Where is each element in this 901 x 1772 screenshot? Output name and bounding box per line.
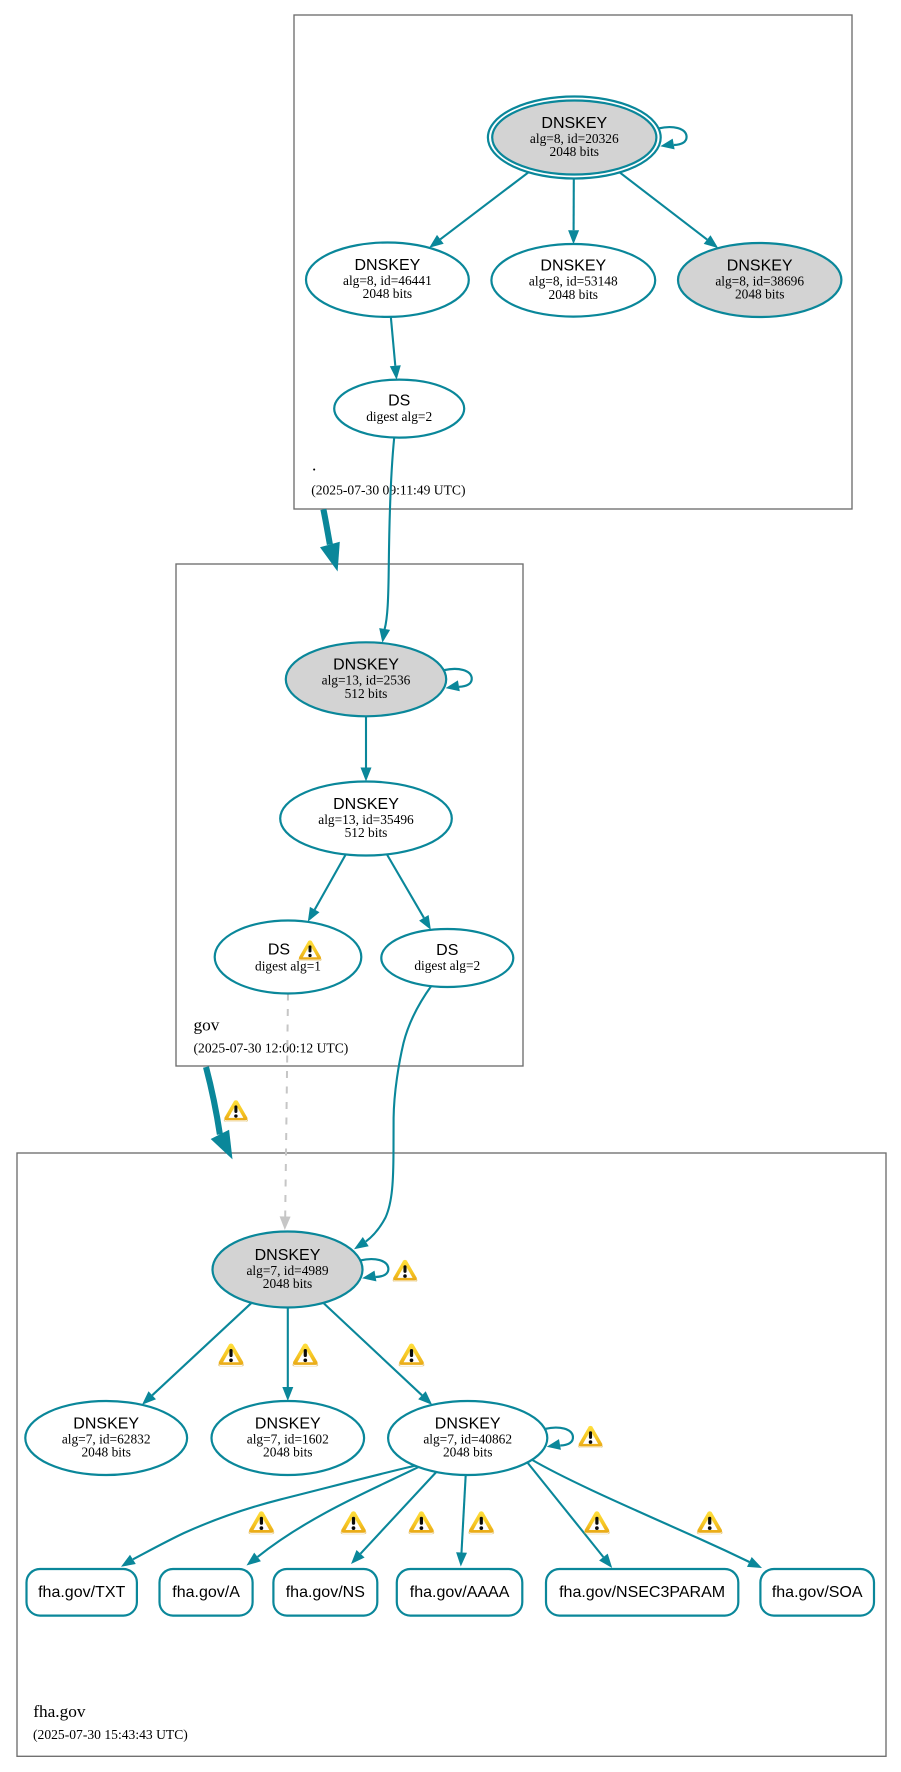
svg-text:DNSKEY: DNSKEY xyxy=(255,1415,321,1432)
svg-text:512 bits: 512 bits xyxy=(345,686,388,701)
svg-text:fha.gov/AAAA: fha.gov/AAAA xyxy=(410,1584,510,1601)
svg-text:DS: DS xyxy=(388,392,410,409)
svg-text:512 bits: 512 bits xyxy=(345,825,388,840)
svg-text:.: . xyxy=(312,456,316,475)
svg-text:alg=8, id=53148: alg=8, id=53148 xyxy=(529,274,618,289)
svg-text:digest alg=1: digest alg=1 xyxy=(255,958,321,973)
svg-text:DNSKEY: DNSKEY xyxy=(541,115,607,132)
svg-text:fha.gov/NS: fha.gov/NS xyxy=(286,1584,365,1601)
svg-text:digest alg=2: digest alg=2 xyxy=(414,958,480,973)
svg-text:alg=13, id=35496: alg=13, id=35496 xyxy=(318,812,414,827)
svg-text:2048 bits: 2048 bits xyxy=(735,287,784,302)
svg-text:2048 bits: 2048 bits xyxy=(263,1445,312,1460)
svg-text:alg=8, id=46441: alg=8, id=46441 xyxy=(343,273,432,288)
svg-text:DNSKEY: DNSKEY xyxy=(255,1247,321,1264)
svg-text:alg=7, id=4989: alg=7, id=4989 xyxy=(246,1263,328,1278)
svg-text:alg=8, id=38696: alg=8, id=38696 xyxy=(715,273,804,288)
svg-text:2048 bits: 2048 bits xyxy=(443,1445,492,1460)
svg-text:DNSKEY: DNSKEY xyxy=(727,257,793,274)
svg-text:fha.gov: fha.gov xyxy=(33,1702,86,1721)
svg-text:(2025-07-30 09:11:49 UTC): (2025-07-30 09:11:49 UTC) xyxy=(311,482,465,498)
svg-text:alg=7, id=62832: alg=7, id=62832 xyxy=(62,1431,151,1446)
svg-text:2048 bits: 2048 bits xyxy=(550,144,599,159)
svg-text:alg=13, id=2536: alg=13, id=2536 xyxy=(322,673,411,688)
svg-text:DNSKEY: DNSKEY xyxy=(540,258,606,275)
svg-text:DS: DS xyxy=(436,942,458,959)
svg-text:(2025-07-30 12:00:12 UTC): (2025-07-30 12:00:12 UTC) xyxy=(194,1040,349,1056)
svg-text:DNSKEY: DNSKEY xyxy=(355,257,421,274)
svg-text:DNSKEY: DNSKEY xyxy=(73,1415,139,1432)
svg-text:DS: DS xyxy=(268,942,290,959)
svg-text:DNSKEY: DNSKEY xyxy=(435,1415,501,1432)
svg-text:DNSKEY: DNSKEY xyxy=(333,796,399,813)
svg-text:alg=8, id=20326: alg=8, id=20326 xyxy=(530,131,619,146)
svg-text:fha.gov/NSEC3PARAM: fha.gov/NSEC3PARAM xyxy=(559,1584,725,1601)
svg-text:alg=7, id=1602: alg=7, id=1602 xyxy=(247,1431,329,1446)
svg-text:fha.gov/SOA: fha.gov/SOA xyxy=(772,1584,863,1601)
svg-text:2048 bits: 2048 bits xyxy=(363,286,412,301)
svg-text:digest alg=2: digest alg=2 xyxy=(366,409,432,424)
svg-text:alg=7, id=40862: alg=7, id=40862 xyxy=(423,1431,512,1446)
svg-text:2048 bits: 2048 bits xyxy=(81,1445,130,1460)
svg-text:fha.gov/TXT: fha.gov/TXT xyxy=(38,1584,125,1601)
svg-text:fha.gov/A: fha.gov/A xyxy=(172,1584,240,1601)
svg-text:DNSKEY: DNSKEY xyxy=(333,657,399,674)
svg-text:2048 bits: 2048 bits xyxy=(263,1276,312,1291)
svg-text:2048 bits: 2048 bits xyxy=(549,287,598,302)
svg-text:gov: gov xyxy=(194,1015,220,1034)
svg-text:(2025-07-30 15:43:43 UTC): (2025-07-30 15:43:43 UTC) xyxy=(33,1727,188,1743)
